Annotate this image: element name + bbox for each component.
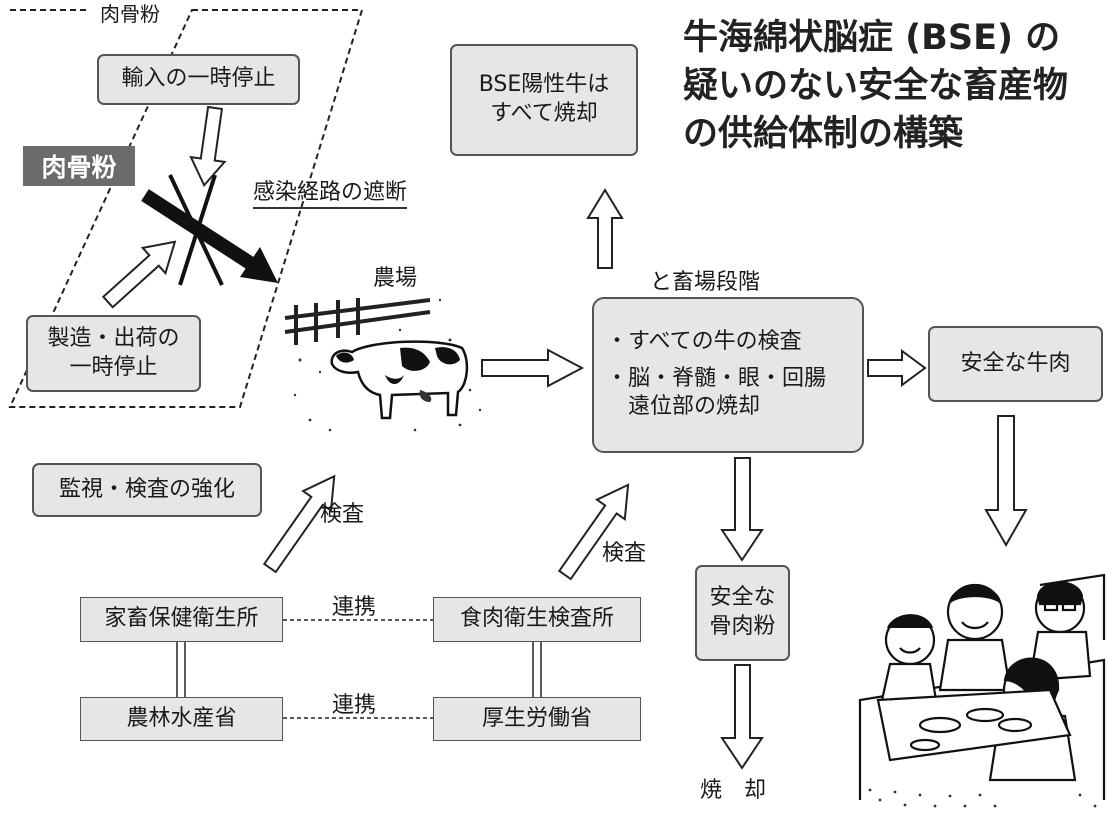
farm-label: 農場 [373,266,418,291]
title-line-3: の供給体制の構築 [683,114,964,154]
bse-positive-line-1: BSE陽性牛は [478,72,610,98]
bse-positive-line-2: すべて焼却 [490,101,598,126]
ministry-link-left [176,642,186,697]
slaughter-stage-box: ・すべての牛の検査 ・脳・脊髄・眼・回腸 遠位部の焼却 [592,297,864,453]
shipping-halt-line-1: 製造・出荷の [47,325,180,351]
meat-bone-region-label: 肉骨粉 [96,0,164,27]
maff-box: 農林水産省 [80,697,283,741]
diagram-title: 牛海綿状脳症 (BSE) の 疑いのない安全な畜産物 の供給体制の構築 [683,14,1068,158]
safe-meal-line-1: 安全な [709,585,776,611]
shipping-halt-line-2: 一時停止 [69,354,158,380]
to-consumers-arrow [984,415,1028,548]
ministry-link-right [532,642,542,697]
cooperation-label-bottom: 連携 [332,693,377,718]
shipping-halt-arrow [101,240,177,309]
slaughter-bullet-2-line-1: ・脳・脊髄・眼・回腸 [606,365,827,391]
safe-meal-box: 安全な 骨肉粉 [695,565,790,661]
shipping-halt-box: 製造・出荷の 一時停止 [26,315,201,392]
to-incineration-arrow [720,664,764,770]
bse-positive-box: BSE陽性牛は すべて焼却 [450,44,638,156]
inspection-arrow-right [557,483,630,581]
inspection-arrow-left [262,474,336,574]
farm-to-slaughter-arrow [481,348,585,388]
slaughter-bullet-2: ・脳・脊髄・眼・回腸 遠位部の焼却 [606,365,826,422]
inspection-label-right: 検査 [602,541,647,566]
import-halt-arrow [189,105,227,188]
infection-route-block-label: 感染経路の遮断 [253,174,408,209]
mhlw-box: 厚生労働省 [433,697,641,741]
family-dining-illustration [858,573,1106,800]
safe-beef-box: 安全な牛肉 [928,326,1103,402]
to-incinerate-positive-arrow [586,188,624,269]
inspection-label-left: 検査 [320,502,365,527]
title-line-1: 牛海綿状脳症 (BSE) の [683,18,1061,58]
cooperation-label-top: 連携 [332,595,377,620]
slaughter-bullet-2-line-2: 遠位部の焼却 [628,394,761,420]
safe-meal-line-2: 骨肉粉 [709,614,776,639]
slaughter-bullet-1: ・すべての牛の検査 [606,329,802,355]
meat-bone-region-border [8,9,364,408]
to-safe-meal-arrow [720,457,764,562]
meat-bone-meal-label: 肉骨粉 [23,146,135,186]
to-safe-beef-arrow [867,349,927,387]
meat-inspection-office-box: 食肉衛生検査所 [433,597,641,642]
monitoring-box: 監視・検査の強化 [32,463,262,517]
import-halt-box: 輸入の一時停止 [97,54,300,105]
title-line-2: 疑いのない安全な畜産物 [683,66,1069,106]
farm-cow-illustration [284,298,482,432]
floor-dots [868,788,1097,808]
livestock-health-office-box: 家畜保健衛生所 [80,597,283,642]
slaughter-stage-label: と畜場段階 [650,270,761,295]
incineration-label: 焼 却 [700,778,767,803]
cross-mark-2 [168,174,224,286]
